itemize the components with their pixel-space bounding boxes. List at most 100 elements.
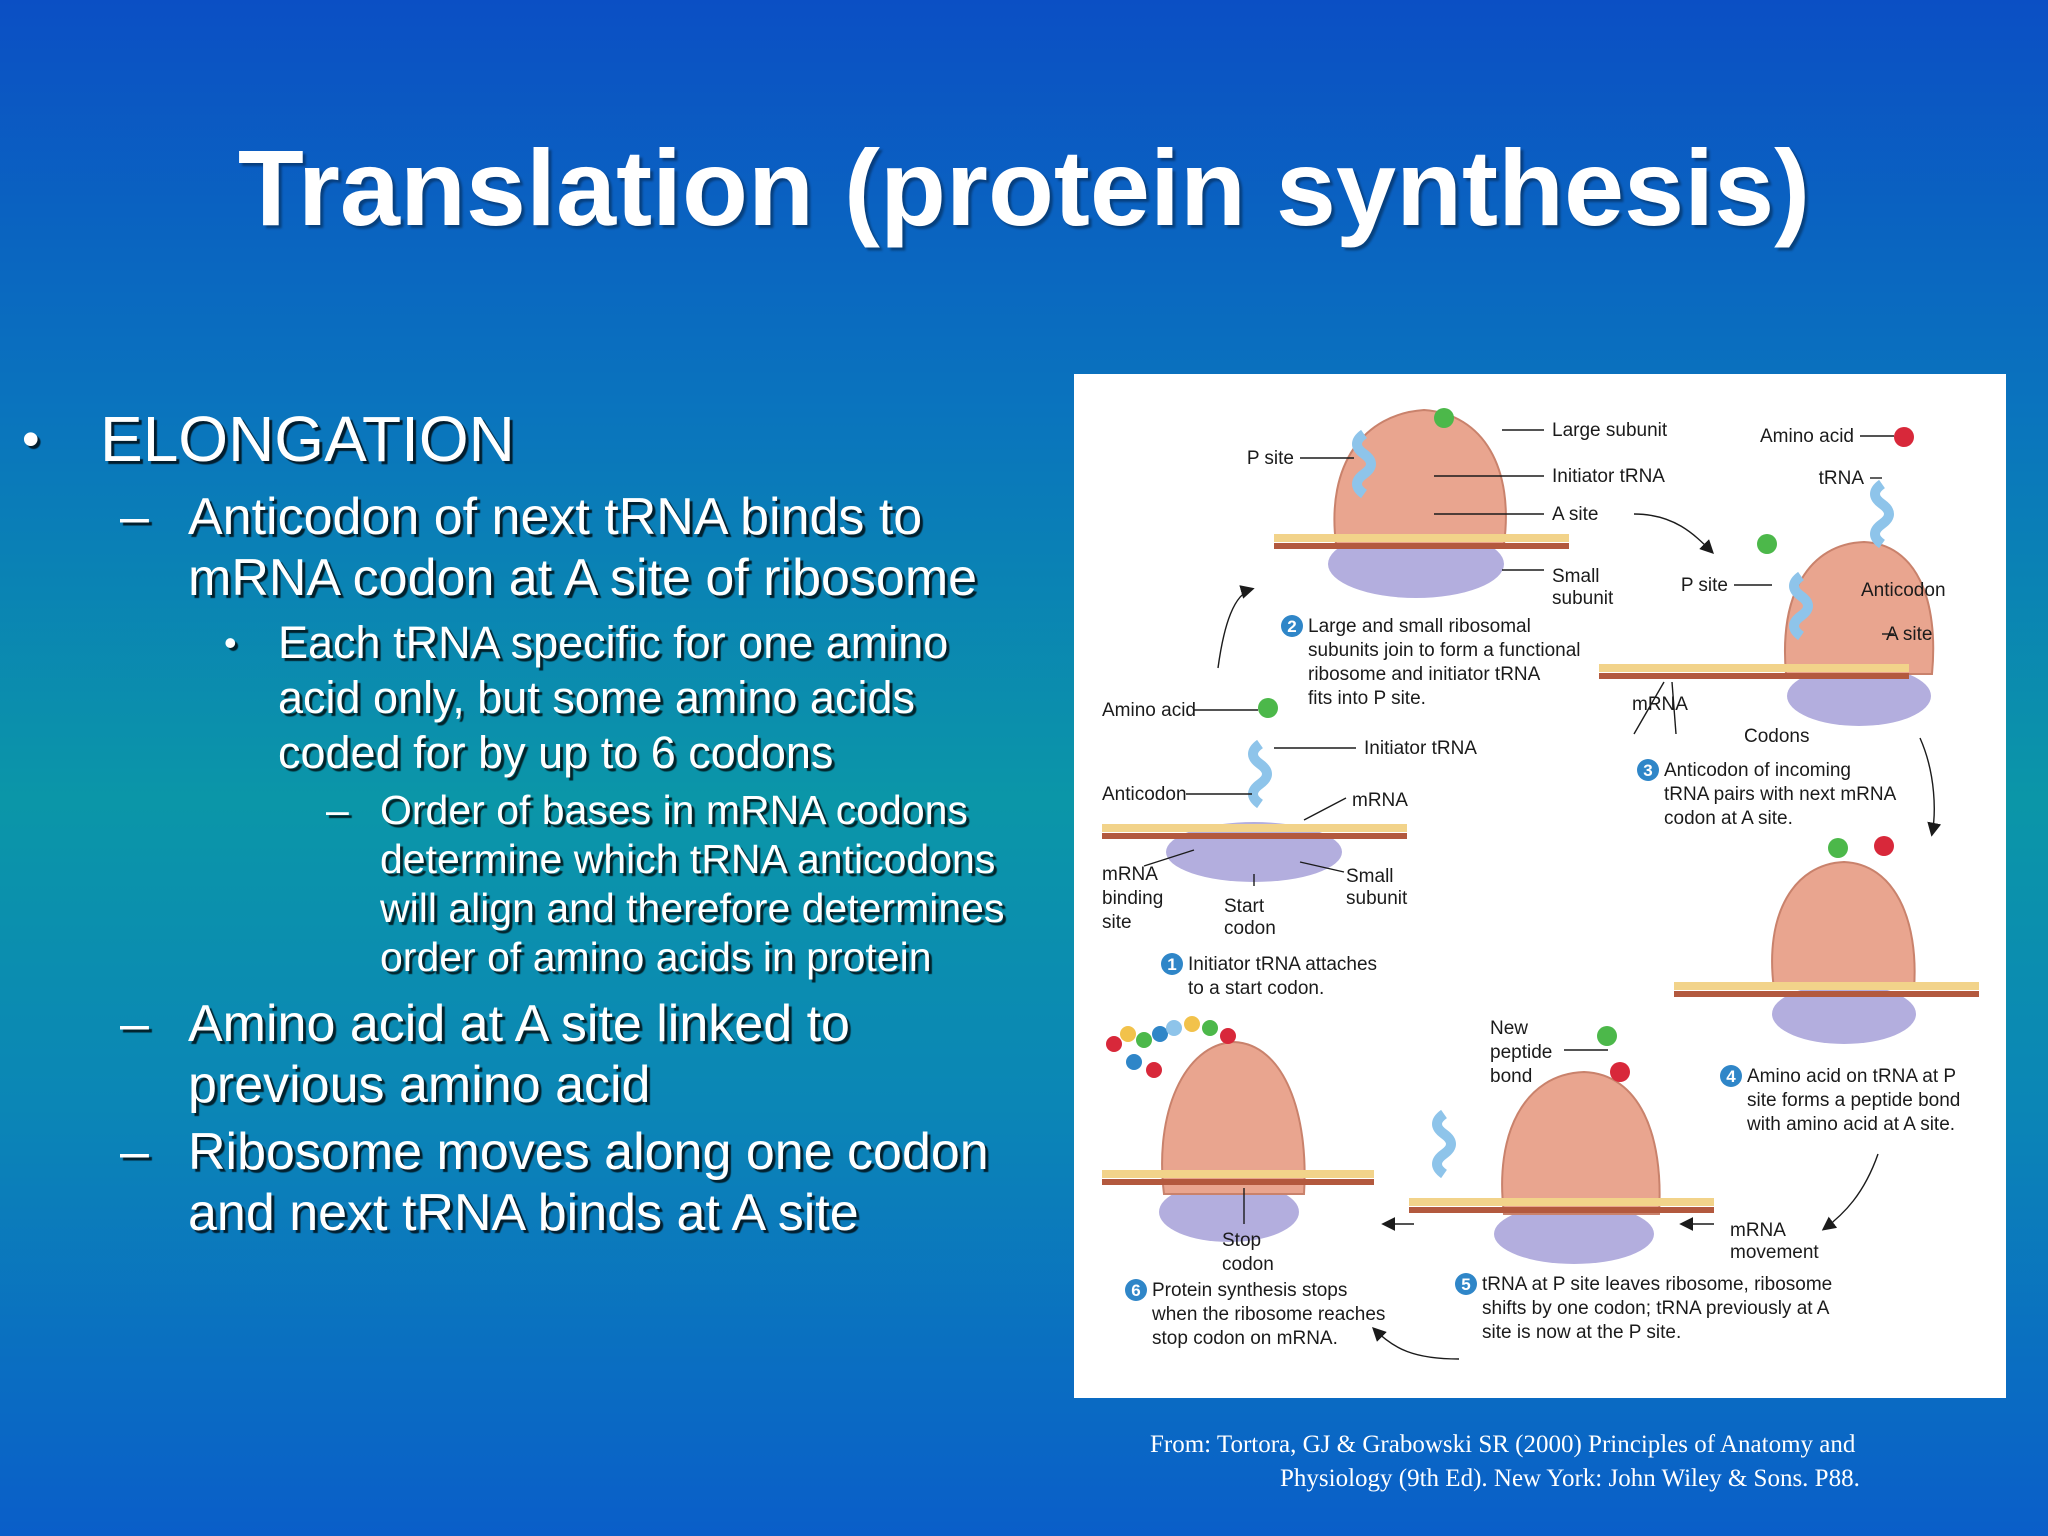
- small-subunit: [1159, 1182, 1299, 1242]
- amino-acid-ball: [1757, 534, 1777, 554]
- step-line: Initiator tRNA attaches: [1188, 954, 1377, 975]
- label-mrna-binding-2: binding: [1102, 888, 1163, 909]
- label-new-peptide-1: New: [1490, 1018, 1528, 1039]
- step-caption-3: 3 Anticodon of incoming tRNA pairs with …: [1637, 759, 1897, 829]
- step-caption-4: 4 Amino acid on tRNA at P site forms a p…: [1720, 1065, 1960, 1135]
- figure-citation: From: Tortora, GJ & Grabowski SR (2000) …: [1150, 1428, 2030, 1496]
- cycle-arrow: [1633, 513, 1714, 554]
- label-start-codon-2: codon: [1224, 918, 1276, 939]
- label-new-peptide-2: peptide: [1490, 1042, 1552, 1063]
- citation-line-2: Physiology (9th Ed). New York: John Wile…: [1280, 1465, 1860, 1492]
- initiator-trna-shape: [1352, 429, 1376, 499]
- label-large-subunit: Large subunit: [1552, 420, 1668, 441]
- subbullet-text: Amino acid at A site linked to previous …: [188, 995, 850, 1114]
- step-badge: [1455, 1273, 1477, 1295]
- label-initiator-trna: Initiator tRNA: [1364, 738, 1477, 759]
- label-mrna: mRNA: [1352, 790, 1408, 811]
- label-p-site: P site: [1247, 448, 1294, 469]
- label-codons: Codons: [1744, 726, 1810, 747]
- step-line: tRNA at P site leaves ribosome, ribosome: [1482, 1274, 1832, 1295]
- label-mrna-movement-2: movement: [1730, 1242, 1819, 1263]
- ribosome-step6: [1102, 1016, 1374, 1242]
- subbullet-ribosome-moves: – Ribosome moves along one codon and nex…: [0, 1122, 1040, 1244]
- amino-acid-ball: [1597, 1026, 1617, 1046]
- label-small-subunit-1: Small: [1552, 566, 1600, 587]
- label-mrna-binding-3: site: [1102, 912, 1132, 933]
- large-subunit: [1784, 540, 1935, 675]
- polypeptide-chain: [1106, 1016, 1236, 1078]
- step-line: when the ribosome reaches: [1151, 1304, 1385, 1325]
- step-caption-1: 1 Initiator tRNA attaches to a start cod…: [1161, 953, 1377, 999]
- label-initiator-trna: Initiator tRNA: [1552, 466, 1665, 487]
- label-mrna-binding-1: mRNA: [1102, 864, 1158, 885]
- dash-marker: –: [120, 995, 149, 1053]
- step-line: fits into P site.: [1308, 688, 1426, 709]
- incoming-trna-shape: [1870, 479, 1894, 549]
- subsubbullet-trna-specific: • Each tRNA specific for one amino acid …: [0, 615, 1040, 780]
- cycle-arrow: [1919, 737, 1942, 837]
- amino-acid-ball: [1828, 838, 1848, 858]
- dash-marker: –: [120, 488, 149, 546]
- large-subunit: [1771, 860, 1916, 990]
- step-line: tRNA pairs with next mRNA: [1664, 784, 1897, 805]
- label-mrna-movement-1: mRNA: [1730, 1220, 1786, 1241]
- codon-bases: [1674, 982, 1979, 990]
- trna-shape: [1789, 571, 1813, 641]
- ribosome-step3: [1599, 427, 1935, 726]
- initiator-trna-shape: [1248, 739, 1272, 809]
- label-a-site: A site: [1552, 504, 1598, 525]
- label-stop-codon-1: Stop: [1222, 1230, 1261, 1251]
- step-line: codon at A site.: [1664, 808, 1793, 829]
- step-caption-6: 6 Protein synthesis stops when the ribos…: [1125, 1279, 1385, 1349]
- step-line: stop codon on mRNA.: [1152, 1328, 1338, 1349]
- diagram-svg: Large subunit P site Initiator tRNA A si…: [1102, 408, 1979, 1360]
- step-line: site is now at the P site.: [1482, 1322, 1681, 1343]
- small-subunit: [1772, 984, 1916, 1044]
- step-number: 3: [1643, 761, 1652, 780]
- label-mrna: mRNA: [1632, 694, 1688, 715]
- step-badge: [1637, 759, 1659, 781]
- subbullet-anticodon-binds: – Anticodon of next tRNA binds to mRNA c…: [0, 487, 1040, 609]
- large-subunit: [1333, 408, 1507, 545]
- step-number: 1: [1167, 955, 1176, 974]
- step-badge: [1125, 1279, 1147, 1301]
- translation-diagram: Large subunit P site Initiator tRNA A si…: [1074, 374, 2006, 1398]
- step-number: 5: [1461, 1275, 1470, 1294]
- step-line: ribosome and initiator tRNA: [1308, 664, 1541, 685]
- step-line: Amino acid on tRNA at P: [1747, 1066, 1956, 1087]
- step-caption-2: 2 Large and small ribosomal subunits joi…: [1281, 615, 1581, 709]
- subbullet-amino-acid-linked: – Amino acid at A site linked to previou…: [0, 994, 1040, 1116]
- step-line: subunits join to form a functional: [1308, 640, 1581, 661]
- step-number: 4: [1726, 1067, 1736, 1086]
- step-line: Large and small ribosomal: [1308, 616, 1531, 637]
- amino-acid-ball: [1258, 698, 1278, 718]
- codon-bases: [1274, 534, 1569, 542]
- label-start-codon-1: Start: [1224, 896, 1265, 917]
- codon-bases: [1409, 1198, 1714, 1206]
- subbullet-text: Ribosome moves along one codon and next …: [188, 1123, 989, 1242]
- step-number: 2: [1287, 617, 1296, 636]
- amino-acid-ball: [1894, 427, 1914, 447]
- level4-bullet-order-of-bases: – Order of bases in mRNA codons determin…: [0, 786, 1040, 982]
- subbullet-text: Anticodon of next tRNA binds to mRNA cod…: [188, 488, 978, 607]
- codon-bases: [1599, 664, 1909, 672]
- initiator-step1: [1102, 698, 1407, 882]
- step-badge: [1161, 953, 1183, 975]
- large-subunit: [1161, 1040, 1306, 1195]
- dash-marker: –: [326, 787, 349, 833]
- amino-acid-ball: [1610, 1062, 1630, 1082]
- label-small-subunit-2: subunit: [1552, 588, 1614, 609]
- step-number: 6: [1131, 1281, 1140, 1300]
- step-line: site forms a peptide bond: [1747, 1090, 1960, 1111]
- codon-bases: [1102, 1170, 1374, 1178]
- cycle-arrow: [1217, 585, 1255, 669]
- cycle-arrow: [1821, 1153, 1879, 1231]
- step-line: Anticodon of incoming: [1664, 760, 1851, 781]
- cycle-arrow: [1372, 1327, 1460, 1360]
- label-small-subunit-2: subunit: [1346, 888, 1408, 909]
- label-new-peptide-3: bond: [1490, 1066, 1532, 1087]
- codon-bases: [1102, 824, 1407, 832]
- large-subunit: [1501, 1070, 1661, 1215]
- step-badge: [1281, 615, 1303, 637]
- step-line: with amino acid at A site.: [1746, 1114, 1955, 1135]
